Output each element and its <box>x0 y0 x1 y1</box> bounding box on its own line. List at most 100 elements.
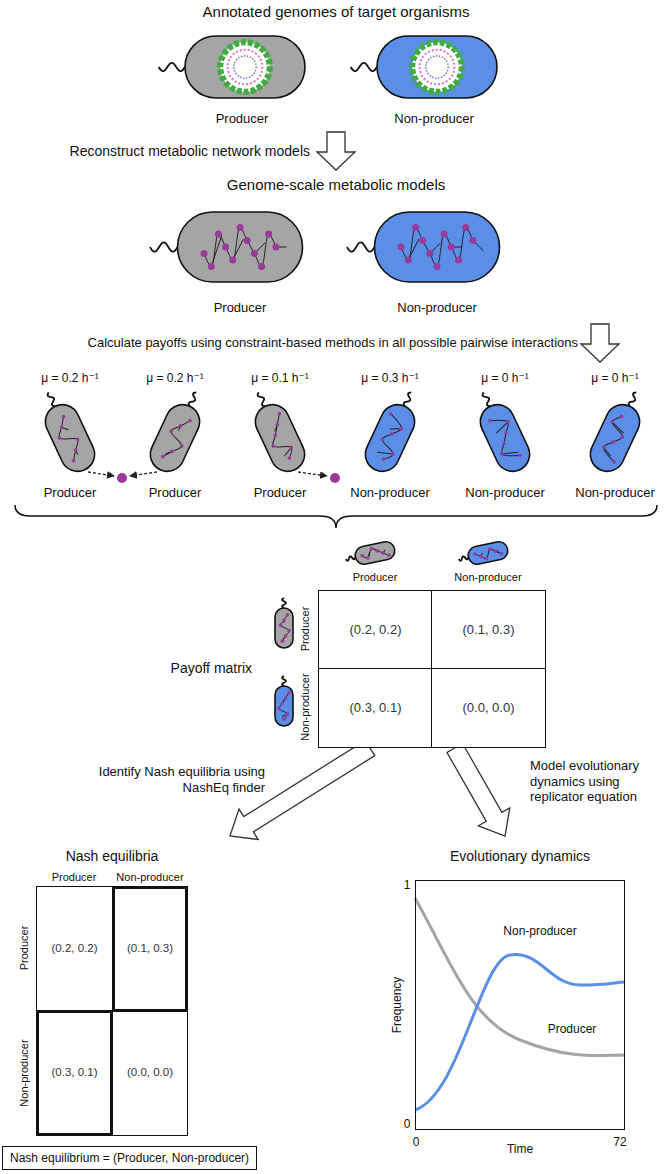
metabolite <box>518 453 523 458</box>
metabolite <box>500 452 505 457</box>
payoff-value: (0.2, 0.2) <box>51 942 97 956</box>
flagellum <box>628 391 639 407</box>
metabolite <box>237 224 244 231</box>
text-label: Producer <box>149 486 202 501</box>
text-label: Frequency <box>391 977 405 1034</box>
text-label: Producer <box>44 486 97 501</box>
payoff-value: (0.0, 0.0) <box>127 1066 173 1080</box>
text-label: Non-producer <box>575 486 655 501</box>
bacterium-cell <box>275 676 293 726</box>
genome-map <box>220 42 270 92</box>
metabolite <box>504 430 509 435</box>
step-arrow <box>581 324 619 362</box>
metabolite <box>287 456 292 461</box>
secretion-arrow <box>298 472 327 476</box>
edge-label: Identify Nash equilibria using NashEq fi… <box>65 764 265 795</box>
flagellum <box>351 63 377 71</box>
cell-body <box>178 212 303 282</box>
metabolite <box>281 639 285 643</box>
metabolite <box>369 546 373 550</box>
metabolic-link <box>233 239 244 260</box>
bacterium-cell <box>360 385 427 477</box>
node-heading: Evolutionary dynamics <box>415 848 625 865</box>
text-label: 72 <box>613 1136 626 1150</box>
payoff-matrix: Payoff matrix(0.2, 0.2)(0.1, 0.3)(0.3, 0… <box>318 590 546 748</box>
metabolic-network <box>279 693 289 719</box>
metabolite <box>499 551 503 555</box>
metabolite <box>277 707 281 711</box>
payoff-cell: (0.1, 0.3) <box>112 886 188 1012</box>
text-label: Non-producer <box>465 486 545 501</box>
text-label: μ = 0 h⁻¹ <box>591 372 639 386</box>
text-label: Non-producer <box>397 301 477 316</box>
text-label: μ = 0.2 h⁻¹ <box>146 372 204 386</box>
payoff-cell: (0.2, 0.2) <box>36 886 113 1012</box>
metabolite <box>215 230 222 237</box>
bacterium-cell <box>468 385 535 477</box>
metabolic-network <box>401 227 473 266</box>
metabolite <box>277 412 282 417</box>
bacterium-cell <box>275 598 293 648</box>
bacterium-cell <box>585 385 652 477</box>
metabolite <box>441 230 448 237</box>
metabolite <box>271 444 276 449</box>
metabolite <box>208 263 215 270</box>
metabolite <box>275 422 280 427</box>
payoff-cell: (0.3, 0.1) <box>36 1010 113 1136</box>
text-label: μ = 0.1 h⁻¹ <box>251 372 309 386</box>
metabolite <box>610 420 615 425</box>
bacterium-cell <box>344 540 397 568</box>
text-label: Non-producer <box>350 486 430 501</box>
flagellum <box>347 242 375 251</box>
metabolic-link <box>408 239 419 260</box>
cell-body <box>145 399 205 477</box>
metabolite <box>222 244 229 251</box>
payoff-cell: (0.0, 0.0) <box>112 1010 188 1136</box>
metabolite <box>478 554 482 558</box>
cell-body <box>275 686 293 726</box>
metabolite <box>284 696 288 700</box>
metabolic-network <box>487 414 523 462</box>
cell-body <box>360 399 420 477</box>
metabolic-network <box>262 414 298 462</box>
metabolite <box>412 224 419 231</box>
panel: Nash equilibria(0.2, 0.2)(0.1, 0.3)(0.3,… <box>10 836 270 1136</box>
metabolite <box>71 458 76 463</box>
genome-ring <box>420 50 455 85</box>
text-label: μ = 0.3 h⁻¹ <box>361 372 419 386</box>
metabolite <box>469 237 476 244</box>
text-label: Producer <box>18 926 31 971</box>
bacterium-cell <box>145 385 212 477</box>
metabolite <box>170 449 175 454</box>
genome-ring <box>426 56 448 78</box>
metabolite <box>287 629 291 633</box>
metabolic-network <box>160 415 193 462</box>
text-label: Producer <box>353 571 398 584</box>
metabolite <box>381 551 385 555</box>
metabolite <box>57 436 62 441</box>
metabolite <box>488 547 492 551</box>
secretion-arrow <box>130 472 157 476</box>
metabolite <box>419 237 426 244</box>
text-label: Reconstruct metabolic network models <box>70 143 310 159</box>
flagellum <box>282 676 286 686</box>
plot-frame <box>415 880 625 1130</box>
cell-body <box>185 36 305 98</box>
flagellum <box>257 391 268 407</box>
payoff-cell: (0.0, 0.0) <box>431 668 546 748</box>
metabolite <box>265 230 272 237</box>
bacterium-cell <box>457 540 510 568</box>
payoff-value: (0.3, 0.1) <box>51 1066 97 1080</box>
metabolite <box>494 549 498 553</box>
text-label: μ = 0 h⁻¹ <box>481 372 529 386</box>
flagellum <box>188 391 199 407</box>
metabolic-network <box>361 545 389 560</box>
text-label: 1 <box>404 879 411 893</box>
metabolite <box>244 237 251 244</box>
metabolite <box>201 250 208 257</box>
metabolite <box>287 691 291 695</box>
metabolic-network <box>281 615 289 641</box>
producer-curve <box>415 898 625 1056</box>
cell-body <box>354 540 397 566</box>
metabolite <box>229 257 236 264</box>
